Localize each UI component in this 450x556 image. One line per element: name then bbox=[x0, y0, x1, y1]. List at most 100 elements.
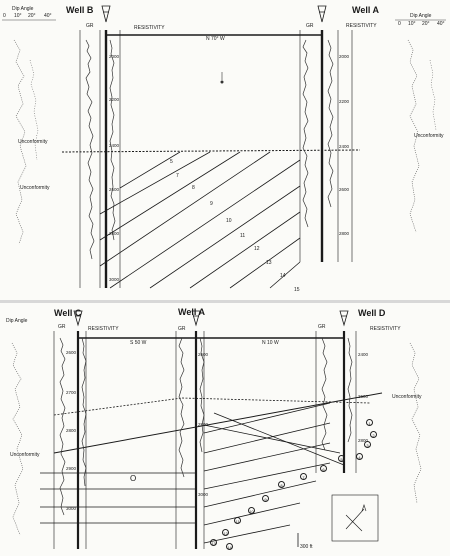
well-b-title: Well B bbox=[66, 5, 94, 15]
bed-8: 8 bbox=[192, 185, 195, 191]
well-a-bottom-title: Well A bbox=[178, 307, 206, 317]
bed-14: 14 bbox=[280, 273, 286, 279]
unconformity-right-label: Unconformity bbox=[414, 133, 444, 139]
location-map-inset bbox=[331, 494, 379, 542]
dip-scale-right-0: 0 bbox=[398, 21, 401, 27]
circled-8: 8 bbox=[278, 481, 285, 488]
well-a-title: Well A bbox=[352, 5, 380, 15]
well-c-res-header: RESISTIVITY bbox=[88, 326, 119, 332]
bed-12: 12 bbox=[254, 246, 260, 252]
depth-b-3000: 3000 bbox=[109, 277, 120, 282]
well-b-res-header: RESISTIVITY bbox=[134, 25, 165, 31]
depth-d-2800: 2800 bbox=[358, 438, 369, 443]
well-d-res-header: RESISTIVITY bbox=[370, 326, 401, 332]
circled-1: 1 bbox=[366, 419, 373, 426]
circled-9: 9 bbox=[262, 495, 269, 502]
bottom-section-drawing bbox=[11, 310, 422, 549]
depth-a-bottom-3000: 3000 bbox=[198, 492, 209, 497]
well-c-gr-header: GR bbox=[58, 324, 66, 330]
circled-12: 12 bbox=[222, 529, 229, 536]
circled-3: 3 bbox=[364, 441, 371, 448]
well-a-gr-log bbox=[302, 39, 309, 228]
depth-c-2700: 2700 bbox=[66, 390, 77, 395]
well-b-res-log bbox=[109, 39, 116, 241]
circled-13: 13 bbox=[210, 539, 217, 546]
bed-lines bbox=[99, 151, 301, 289]
dip-angle-bottom: Dip Angle bbox=[6, 318, 28, 324]
dip-scale-right-3: 40° bbox=[437, 21, 445, 27]
well-b-gr-header: GR bbox=[86, 23, 94, 29]
north-arrow-icon bbox=[220, 72, 224, 84]
circled-2: 2 bbox=[370, 431, 377, 438]
top-section-drawing bbox=[2, 5, 446, 289]
direction-n10w: N 10 W bbox=[262, 340, 279, 346]
bottom-cross-section: Well C Well A Well D Dip Angle GR RESIST… bbox=[0, 303, 450, 556]
well-b-gr-log bbox=[85, 39, 95, 260]
circled-4: 4 bbox=[356, 453, 363, 460]
well-c-gr-log bbox=[59, 337, 66, 516]
depth-a-2800: 2800 bbox=[339, 231, 350, 236]
bottom-bed-lines-left bbox=[40, 472, 196, 524]
dip-scale-left-3: 40° bbox=[44, 13, 52, 19]
well-a-res-header: RESISTIVITY bbox=[346, 23, 377, 29]
well-a-bottom-gr-header: GR bbox=[178, 326, 186, 332]
unconformity-left-label: Unconformity bbox=[18, 139, 48, 145]
dip-plot-left-2 bbox=[29, 59, 39, 161]
depth-a-bottom-2600: 2600 bbox=[198, 352, 209, 357]
circled-11: 11 bbox=[234, 517, 241, 524]
well-a-derrick-icon bbox=[317, 5, 327, 23]
circled-10: 10 bbox=[248, 507, 255, 514]
depth-a-2000: 2000 bbox=[339, 54, 350, 59]
circled-7: 7 bbox=[300, 473, 307, 480]
dip-scale-left-2: 20° bbox=[28, 13, 36, 19]
dip-plot-right bbox=[407, 39, 420, 233]
depth-a-2200: 2200 bbox=[339, 99, 350, 104]
depth-c-2800: 2800 bbox=[66, 428, 77, 433]
well-a-res-log bbox=[327, 39, 334, 208]
panel-divider bbox=[0, 300, 450, 303]
circled-6: 6 bbox=[320, 465, 327, 472]
dip-scale-right-2: 20° bbox=[422, 21, 430, 27]
depth-d-2600: 2600 bbox=[358, 394, 369, 399]
well-d-res-log bbox=[347, 337, 353, 443]
unconformity-c-label: Unconformity bbox=[10, 452, 40, 458]
top-cross-section: Well B Well A GR RESISTIVITY N 70° W GR … bbox=[2, 5, 446, 293]
depth-c-2900: 2900 bbox=[66, 466, 77, 471]
depth-a-2600: 2600 bbox=[339, 187, 350, 192]
bottom-bed-lines-right bbox=[203, 402, 345, 544]
depth-a-bottom-2800: 2800 bbox=[198, 422, 209, 427]
dip-scale-left-0: 0 bbox=[3, 13, 6, 19]
dip-plot-c bbox=[11, 342, 24, 536]
scale-label: 300 ft bbox=[300, 544, 313, 550]
depth-b-2200: 2200 bbox=[109, 97, 120, 102]
marker-o: O bbox=[130, 474, 137, 483]
dip-scale-right-1: 10° bbox=[408, 21, 416, 27]
well-a-bottom-derrick-icon bbox=[191, 310, 201, 327]
bed-7: 7 bbox=[176, 173, 179, 179]
depth-d-2400: 2400 bbox=[358, 352, 369, 357]
well-a-gr-header: GR bbox=[306, 23, 314, 29]
direction-label: N 70° W bbox=[206, 36, 225, 42]
depth-b-2600: 2600 bbox=[109, 187, 120, 192]
well-d-title: Well D bbox=[358, 308, 386, 318]
well-a-bottom-res-log bbox=[199, 337, 205, 453]
depth-b-2000: 2000 bbox=[109, 54, 120, 59]
circled-5: 5 bbox=[338, 455, 345, 462]
depth-a-2400: 2400 bbox=[339, 144, 350, 149]
bed-15: 15 bbox=[294, 287, 300, 293]
dip-angle-left-title: Dip Angle bbox=[12, 6, 34, 12]
dip-scale-left-1: 10° bbox=[14, 13, 22, 19]
well-c-derrick-icon bbox=[73, 310, 83, 327]
well-d-derrick-icon bbox=[339, 310, 349, 327]
dip-plot-d bbox=[409, 342, 422, 504]
well-b-derrick-icon bbox=[101, 5, 111, 23]
dip-plot-left bbox=[13, 39, 27, 245]
unconformity-left-label-2: Unconformity bbox=[20, 185, 50, 191]
well-c-title: Well C bbox=[54, 308, 82, 318]
bed-9: 9 bbox=[210, 201, 213, 207]
depth-b-2400: 2400 bbox=[109, 143, 120, 148]
well-a-bottom-gr-log bbox=[178, 337, 185, 478]
correlation-line-1 bbox=[53, 392, 383, 454]
depth-b-2800: 2800 bbox=[109, 231, 120, 236]
well-d-gr-log bbox=[321, 337, 328, 451]
